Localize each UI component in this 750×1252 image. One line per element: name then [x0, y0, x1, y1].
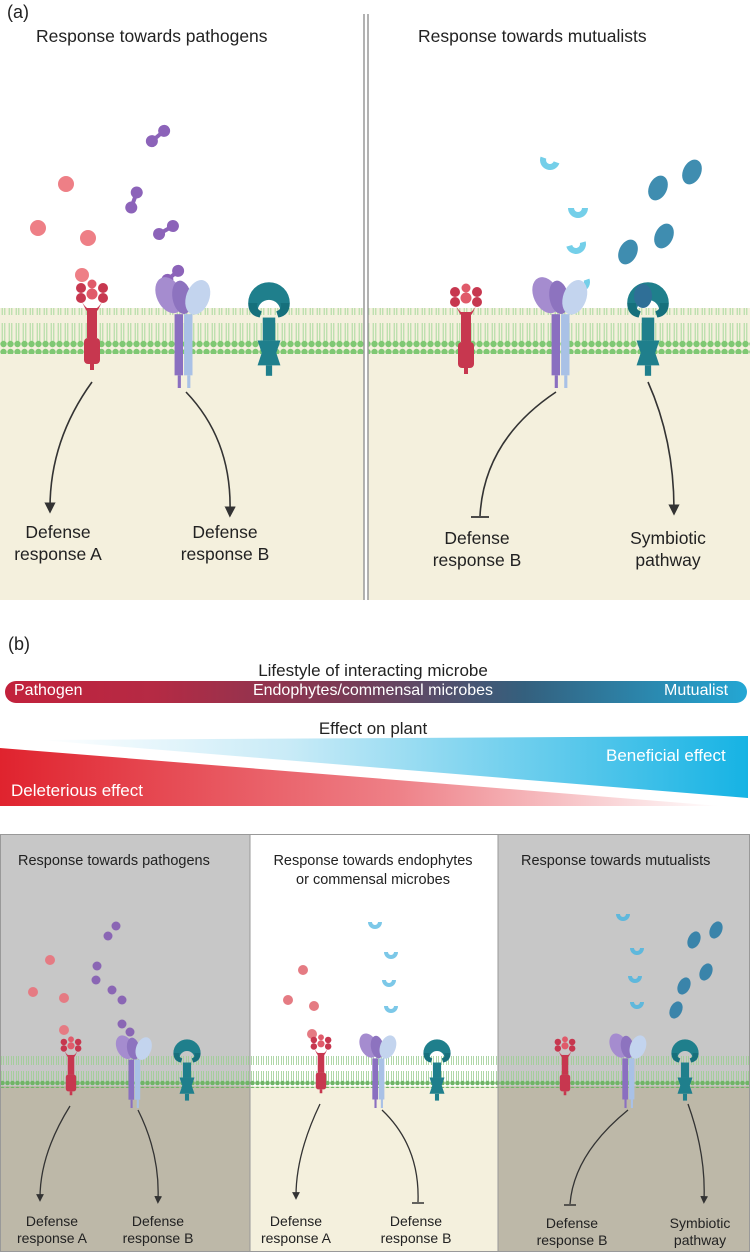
- pathogen-effectors: [30, 176, 96, 282]
- effect-title: Effect on plant: [318, 719, 428, 738]
- col1-title: Response towards pathogens: [18, 853, 210, 869]
- arrow-defense-b: [185, 391, 236, 518]
- panel-b-diagram: [0, 834, 750, 1252]
- mutualist-signals: [540, 156, 590, 292]
- arrow-symbiotic: [647, 381, 680, 516]
- beneficial-wedge: [40, 736, 748, 798]
- lifestyle-endophytes: Endophytes/commensal microbes: [252, 682, 494, 699]
- lifestyle-mutualist: Mutualist: [664, 682, 729, 699]
- lifestyle-gradient-bar: [5, 681, 747, 703]
- panel-a-diagram: [0, 14, 750, 600]
- panel-a-label-text: (a): [7, 2, 29, 23]
- title-pathogens-a: Response towards pathogens: [36, 26, 268, 46]
- beneficial-label: Beneficial effect: [606, 746, 726, 765]
- nod-factors: [618, 159, 702, 265]
- inhibit-defense-b: [479, 391, 557, 517]
- panel-b-label: (b): [8, 634, 30, 654]
- arrow-defense-a: [44, 381, 93, 514]
- deleterious-wedge: [0, 748, 720, 806]
- lifestyle-pathogen: Pathogen: [14, 682, 83, 699]
- effect-wedges: [0, 736, 748, 806]
- title-mutualists-a: Response towards mutualists: [418, 26, 647, 46]
- chitin-oligomers: [125, 124, 185, 286]
- lifestyle-title: Lifestyle of interacting microbe: [258, 661, 488, 680]
- col3-title: Response towards mutualists: [521, 853, 711, 869]
- deleterious-label: Deleterious effect: [11, 781, 143, 800]
